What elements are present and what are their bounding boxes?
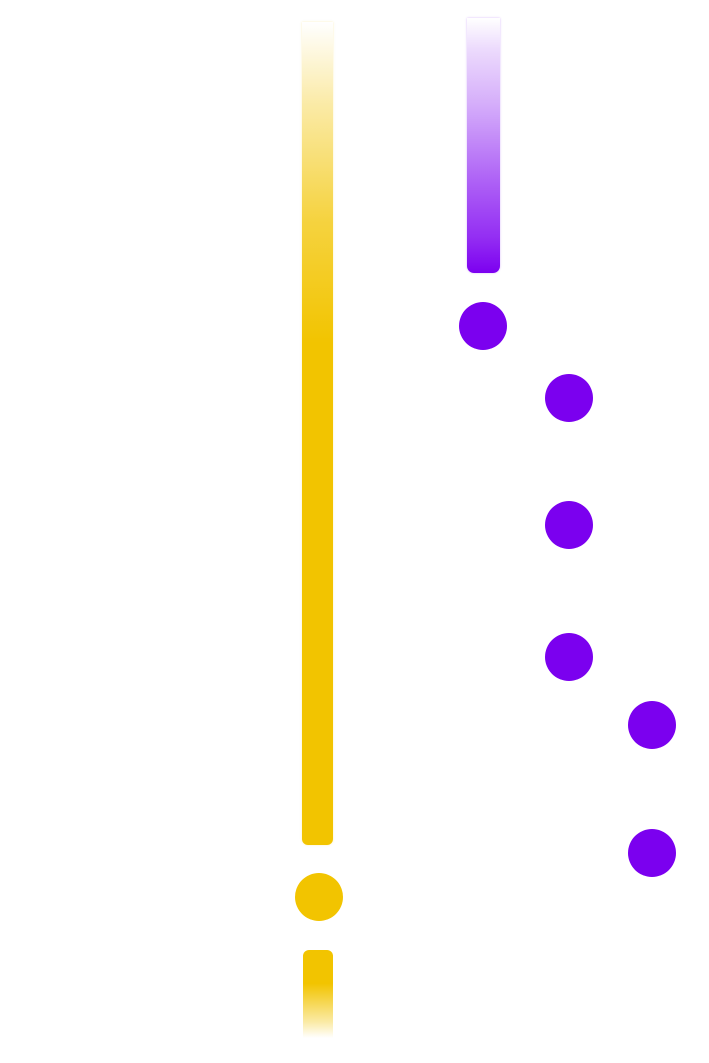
yellow-track-tail	[303, 950, 333, 1038]
purple-dot-2	[545, 374, 593, 422]
purple-dot-3	[545, 501, 593, 549]
purple-dot-6	[628, 829, 676, 877]
purple-dot-4	[545, 633, 593, 681]
purple-vertical-track	[467, 18, 500, 273]
yellow-vertical-track	[302, 22, 333, 845]
yellow-dot	[295, 873, 343, 921]
purple-dot-1	[459, 302, 507, 350]
purple-dot-5	[628, 701, 676, 749]
